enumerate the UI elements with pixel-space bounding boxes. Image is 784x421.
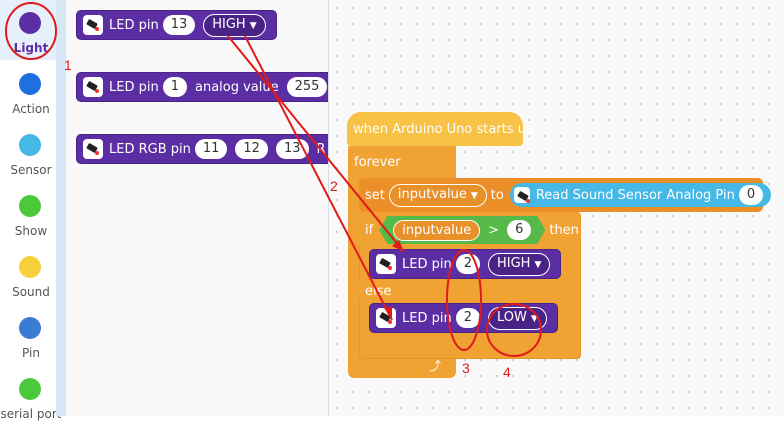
dropdown-arrow-icon: ▼ — [249, 20, 257, 31]
action-category-icon — [19, 73, 41, 95]
block-label: LED RGB pin — [109, 141, 191, 157]
forever-label: forever — [354, 154, 401, 170]
level-value: HIGH — [496, 255, 531, 271]
show-category-icon — [19, 195, 41, 217]
category-label: serial port — [0, 407, 62, 421]
r-label: R — [316, 141, 326, 157]
operator-label: > — [488, 222, 500, 238]
rgb-pin-3-input[interactable]: 13 — [275, 139, 309, 159]
to-label: to — [490, 187, 504, 203]
category-sound[interactable]: Sound — [0, 244, 62, 304]
category-label: Sound — [12, 285, 50, 299]
pin-number-input[interactable]: 1 — [162, 77, 187, 97]
led-icon — [83, 15, 103, 35]
block-label: LED pin — [402, 310, 452, 326]
code-workspace[interactable]: when Arduino Uno starts up forever ⤴ set… — [329, 0, 784, 416]
condition-value-input[interactable]: 6 — [507, 220, 531, 240]
rgb-pin-2-input[interactable]: 12 — [235, 139, 268, 159]
dropdown-arrow-icon: ▼ — [530, 313, 538, 324]
category-sensor[interactable]: Sensor — [0, 122, 62, 182]
condition-variable[interactable]: inputvalue — [393, 220, 480, 241]
palette-led-rgb-block[interactable]: LED RGB pin 11 12 13 R 25 — [76, 134, 328, 164]
greater-than-condition[interactable]: inputvalue > 6 — [379, 216, 545, 244]
set-variable-block[interactable]: set inputvalue▼ to Read Sound Sensor Ana… — [359, 178, 772, 212]
category-label: Light — [13, 41, 49, 55]
pin-category-icon — [19, 317, 41, 339]
category-label: Pin — [22, 346, 40, 360]
category-label: Action — [12, 102, 50, 116]
then-label: then — [549, 222, 579, 238]
analog-value-input[interactable]: 255 — [286, 77, 328, 97]
block-label: LED pin — [402, 256, 452, 272]
annotation-number-1: 1 — [64, 57, 72, 73]
category-action[interactable]: Action — [0, 61, 62, 121]
variable-dropdown[interactable]: inputvalue▼ — [388, 183, 487, 207]
block-palette: LED pin 13 HIGH▼ LED pin 1 analog value … — [66, 0, 329, 416]
category-light[interactable]: Light — [0, 0, 62, 60]
category-label: Sensor — [10, 163, 52, 177]
level-dropdown[interactable]: HIGH▼ — [203, 13, 266, 37]
led-low-block[interactable]: LED pin 2 LOW▼ — [369, 303, 558, 333]
pin-number-input[interactable]: 2 — [455, 308, 480, 328]
sensor-label: Read Sound Sensor Analog Pin — [535, 187, 735, 203]
serial-category-icon — [19, 378, 41, 400]
sound-sensor-reporter[interactable]: Read Sound Sensor Analog Pin 0 — [509, 183, 772, 207]
analog-value-label: analog value — [194, 79, 279, 95]
category-label: Show — [14, 224, 48, 238]
palette-led-analog-block[interactable]: LED pin 1 analog value 255 — [76, 72, 328, 102]
sound-category-icon — [19, 256, 41, 278]
led-icon — [376, 254, 396, 274]
if-header: if inputvalue > 6 then — [359, 212, 579, 248]
dropdown-arrow-icon: ▼ — [470, 190, 478, 201]
category-sidebar: Light Action Sensor Show Sound Pin seria… — [0, 0, 62, 421]
loop-arrow-icon: ⤴ — [429, 359, 442, 373]
sensor-icon — [513, 187, 530, 203]
led-icon — [83, 77, 103, 97]
dropdown-arrow-icon: ▼ — [534, 259, 542, 270]
start-hat-block[interactable]: when Arduino Uno starts up — [347, 112, 534, 146]
pin-number-input[interactable]: 2 — [455, 254, 480, 274]
palette-led-digital-block[interactable]: LED pin 13 HIGH▼ — [76, 10, 277, 40]
annotation-number-3: 3 — [462, 360, 470, 376]
set-label: set — [365, 187, 385, 203]
led-high-block[interactable]: LED pin 2 HIGH▼ — [369, 249, 562, 279]
led-icon — [376, 308, 396, 328]
if-label: if — [365, 222, 374, 238]
level-value: LOW — [496, 309, 527, 325]
sensor-category-icon — [19, 134, 41, 156]
hat-label: when Arduino Uno starts up — [353, 121, 535, 137]
level-dropdown[interactable]: HIGH▼ — [487, 252, 551, 276]
variable-name: inputvalue — [397, 186, 467, 202]
category-pin[interactable]: Pin — [0, 305, 62, 365]
sidebar-scrollbar[interactable] — [56, 0, 66, 416]
block-label: LED pin — [109, 79, 159, 95]
led-icon — [83, 139, 103, 159]
light-category-icon — [19, 12, 41, 34]
category-serial-port[interactable]: serial port — [0, 366, 62, 421]
block-label: LED pin — [109, 17, 159, 33]
annotation-number-2: 2 — [330, 178, 338, 194]
rgb-pin-1-input[interactable]: 11 — [194, 139, 228, 159]
level-dropdown[interactable]: LOW▼ — [487, 306, 547, 330]
sensor-pin-input[interactable]: 0 — [738, 185, 764, 205]
annotation-number-4: 4 — [503, 364, 511, 380]
else-label: else — [365, 283, 392, 299]
pin-number-input[interactable]: 13 — [162, 15, 196, 35]
else-header: else — [359, 280, 579, 302]
forever-header: forever — [348, 146, 456, 178]
category-show[interactable]: Show — [0, 183, 62, 243]
level-value: HIGH — [212, 16, 246, 32]
